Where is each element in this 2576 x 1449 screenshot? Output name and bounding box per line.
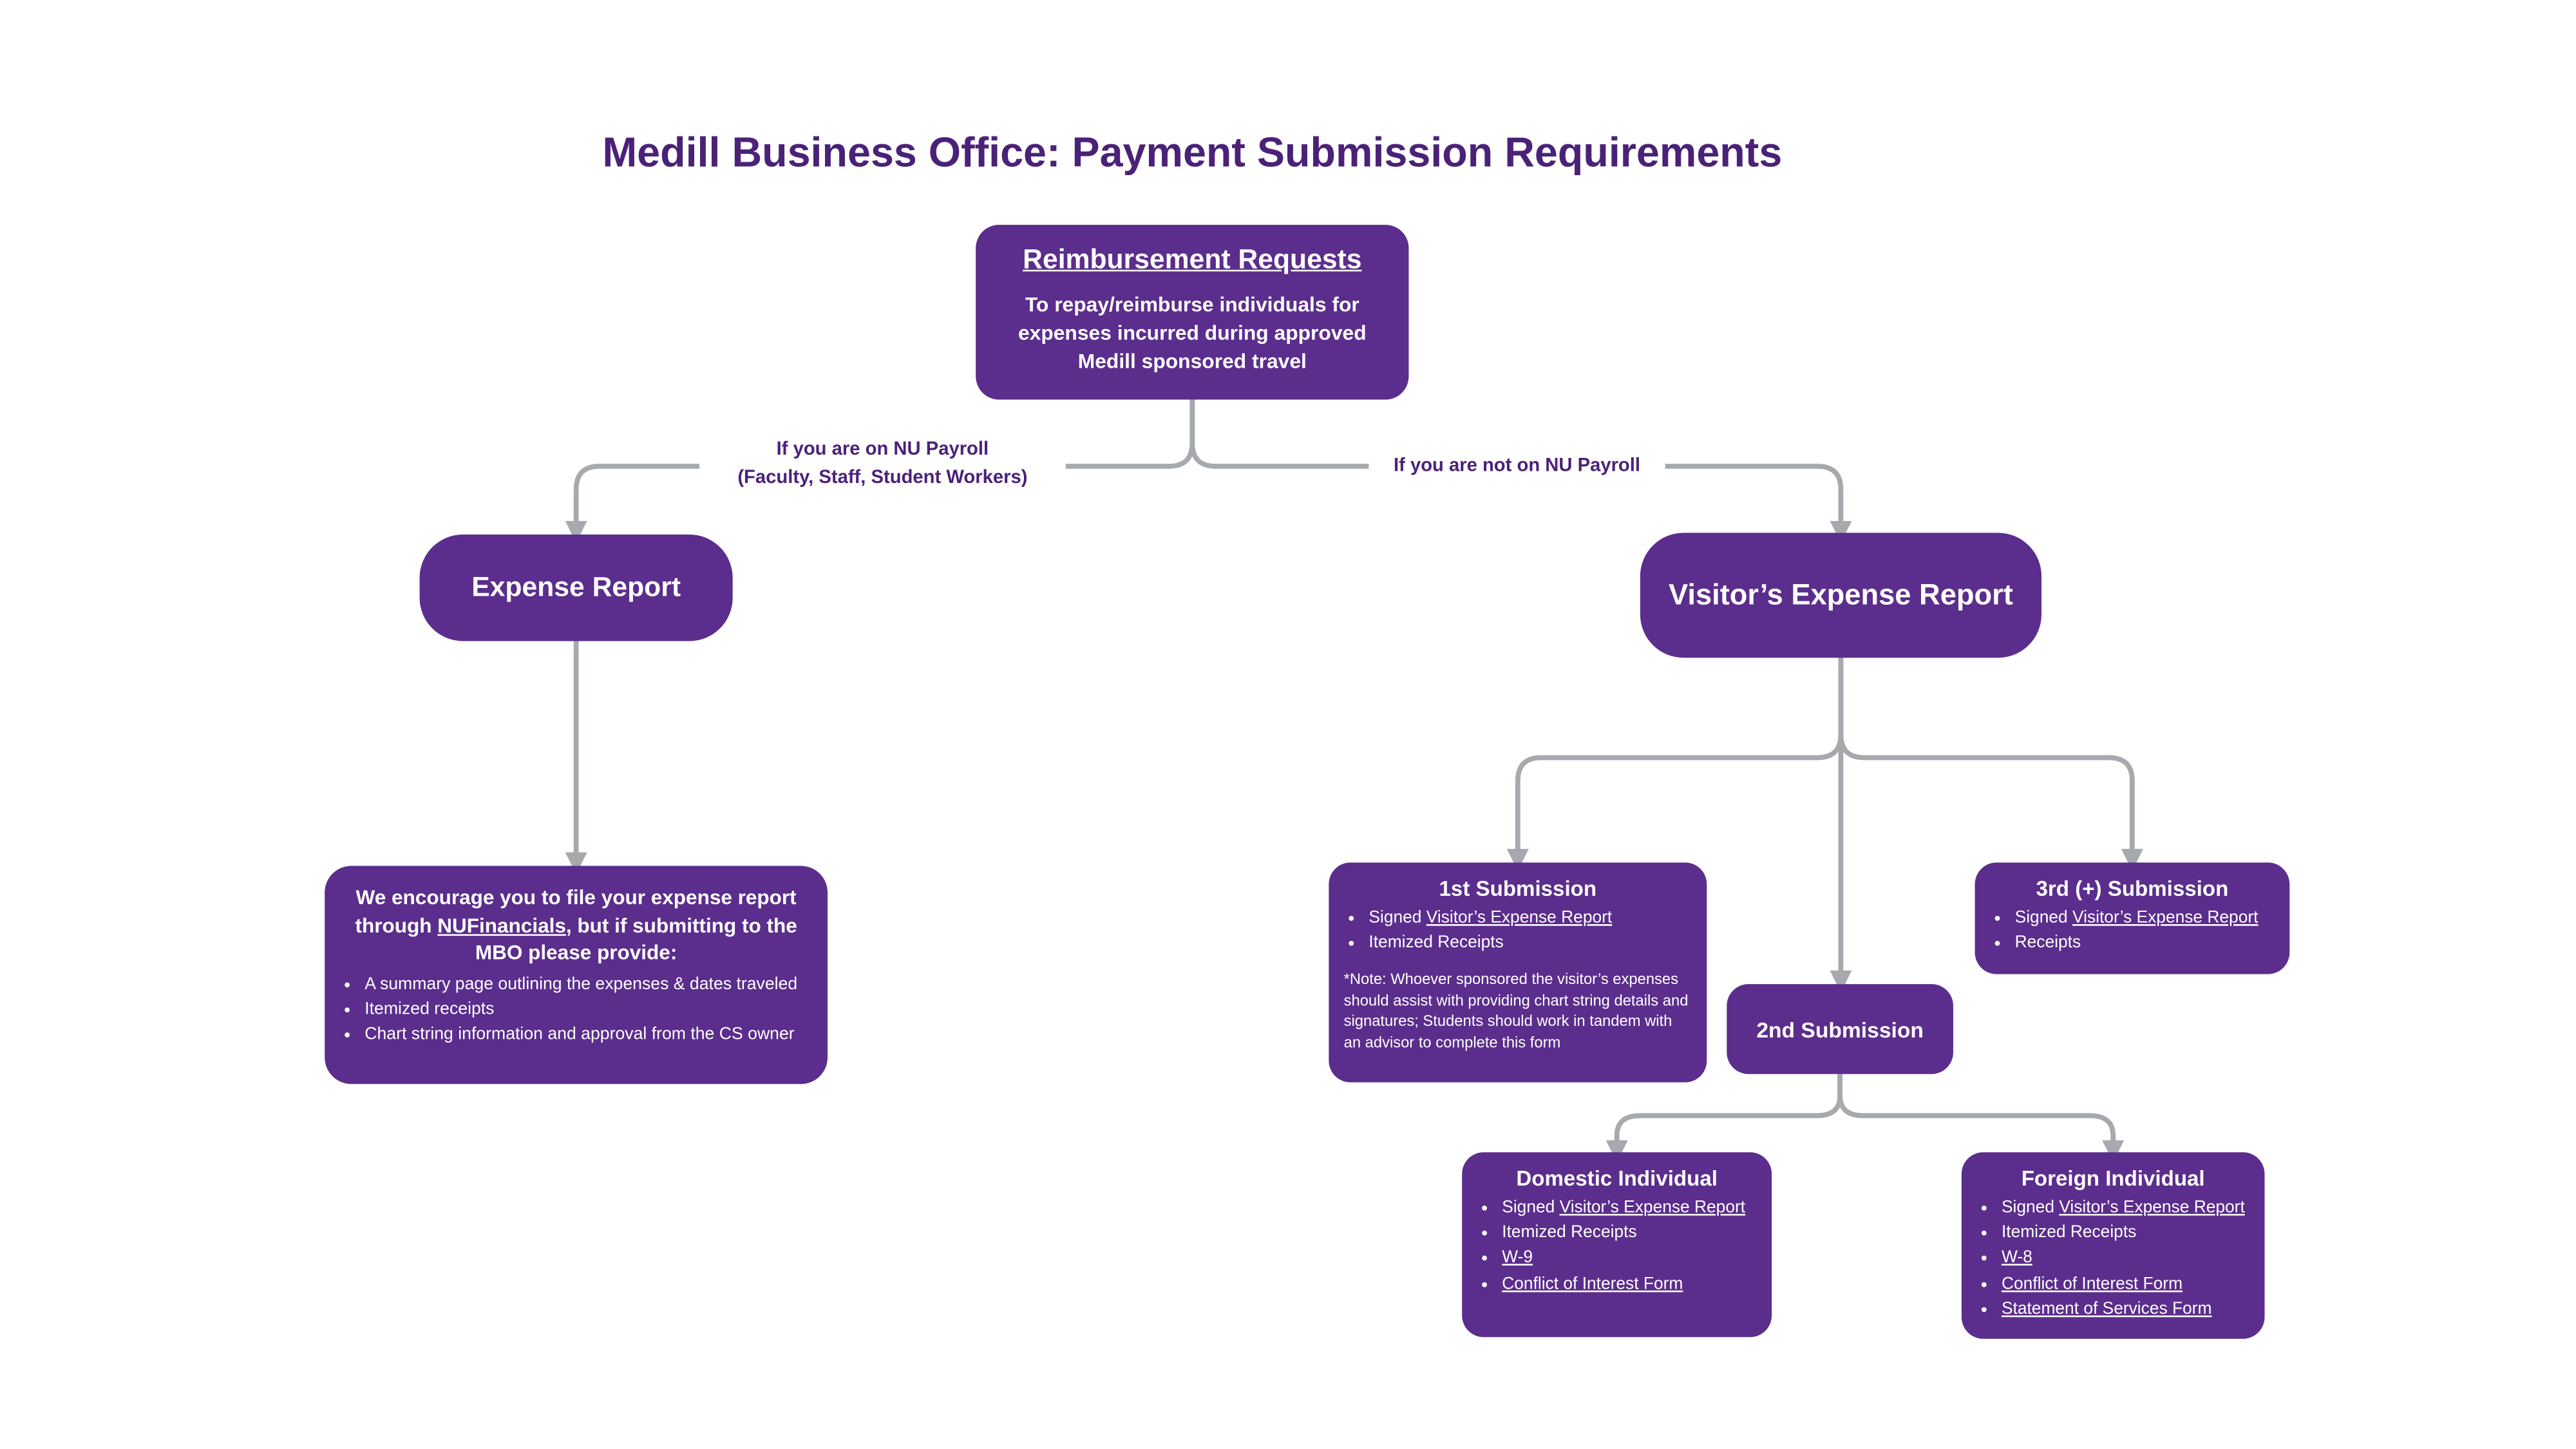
branch-label-on-payroll: If you are on NU Payroll (Faculty, Staff… <box>699 434 1066 495</box>
details-item-summary-page: A summary page outlining the expenses & … <box>365 974 813 997</box>
domestic-individual-list: Signed Visitor’s Expense Report Itemized… <box>1477 1197 1756 1296</box>
conflict-of-interest-form-link[interactable]: Conflict of Interest Form <box>2001 1274 2183 1293</box>
connector-second-to-foreign <box>1837 1074 2125 1162</box>
second-submission-box: 2nd Submission <box>1727 984 1953 1074</box>
visitors-expense-report-link[interactable]: Visitor’s Expense Report <box>1426 909 1613 928</box>
first-submission-title: 1st Submission <box>1439 876 1597 901</box>
nufinancials-link[interactable]: NUFinancials <box>437 913 566 937</box>
domestic-individual-box: Domestic Individual Signed Visitor’s Exp… <box>1462 1152 1772 1338</box>
signed-prefix: Signed <box>1502 1198 1560 1218</box>
second-submission-title: 2nd Submission <box>1756 1016 1924 1042</box>
details-intro-post: , but if submitting to the MBO please pr… <box>475 913 797 965</box>
w9-link[interactable]: W-9 <box>1502 1249 1533 1268</box>
signed-prefix: Signed <box>2014 909 2073 928</box>
branch-label-on-payroll-line1: If you are on NU Payroll <box>776 439 989 460</box>
foreign-individual-list: Signed Visitor’s Expense Report Itemized… <box>1976 1197 2249 1321</box>
first-submission-box: 1st Submission Signed Visitor’s Expense … <box>1329 862 1707 1083</box>
third-submission-list: Signed Visitor’s Expense Report Receipts <box>1990 907 2275 956</box>
expense-report-details-box: We encourage you to file your expense re… <box>325 866 828 1084</box>
domestic-individual-title: Domestic Individual <box>1516 1165 1718 1191</box>
domestic-w9-item: W-9 <box>1502 1248 1757 1271</box>
branch-label-not-on-payroll-text: If you are not on NU Payroll <box>1393 456 1641 477</box>
w8-link[interactable]: W-8 <box>2001 1249 2032 1268</box>
third-submission-signed-report-item: Signed Visitor’s Expense Report <box>2015 907 2275 930</box>
foreign-receipts-item: Itemized Receipts <box>2002 1222 2249 1245</box>
visitors-expense-report-title: Visitor’s Expense Report <box>1669 578 2013 611</box>
domestic-coi-item: Conflict of Interest Form <box>1502 1273 1757 1296</box>
details-item-itemized-receipts: Itemized receipts <box>365 999 813 1023</box>
foreign-services-item: Statement of Services Form <box>2002 1298 2249 1321</box>
first-submission-note: *Note: Whoever sponsored the visitor’s e… <box>1343 971 1689 1051</box>
visitors-expense-report-box: Visitor’s Expense Report <box>1640 533 2042 658</box>
conflict-of-interest-form-link[interactable]: Conflict of Interest Form <box>1502 1274 1683 1293</box>
domestic-receipts-item: Itemized Receipts <box>1502 1222 1757 1245</box>
visitors-expense-report-link[interactable]: Visitor’s Expense Report <box>2059 1198 2245 1218</box>
first-submission-receipts-item: Itemized Receipts <box>1368 933 1692 955</box>
expense-report-details-list: A summary page outlining the expenses & … <box>339 974 812 1048</box>
page-title: Medill Business Office: Payment Submissi… <box>602 129 1783 177</box>
branch-label-not-on-payroll: If you are not on NU Payroll <box>1368 451 1665 483</box>
foreign-signed-report-item: Signed Visitor’s Expense Report <box>2002 1197 2249 1220</box>
third-submission-box: 3rd (+) Submission Signed Visitor’s Expe… <box>1975 862 2290 974</box>
domestic-signed-report-item: Signed Visitor’s Expense Report <box>1502 1197 1757 1220</box>
third-submission-receipts-item: Receipts <box>2015 933 2275 955</box>
reimbursement-requests-description: To repay/reimburse individuals for expen… <box>1018 293 1367 374</box>
details-item-chart-string: Chart string information and approval fr… <box>365 1025 813 1048</box>
foreign-individual-title: Foreign Individual <box>2021 1165 2205 1191</box>
details-intro-pre: We encourage you to file your expense re… <box>355 886 797 937</box>
connector-visitor-to-first-submission <box>1506 658 1844 871</box>
connector-visitor-to-third-submission <box>1838 658 2143 871</box>
visitors-expense-report-link[interactable]: Visitor’s Expense Report <box>1559 1198 1746 1218</box>
foreign-coi-item: Conflict of Interest Form <box>2002 1273 2249 1296</box>
first-submission-signed-report-item: Signed Visitor’s Expense Report <box>1368 907 1692 930</box>
expense-report-box: Expense Report <box>419 534 733 641</box>
connector-second-to-domestic <box>1605 1074 1843 1162</box>
foreign-individual-box: Foreign Individual Signed Visitor’s Expe… <box>1961 1152 2265 1339</box>
reimbursement-requests-heading: Reimbursement Requests <box>1023 245 1362 275</box>
first-submission-list: Signed Visitor’s Expense Report Itemized… <box>1344 907 1692 956</box>
signed-prefix: Signed <box>2001 1198 2060 1218</box>
expense-report-details-intro: We encourage you to file your expense re… <box>339 884 812 967</box>
signed-prefix: Signed <box>1368 909 1426 928</box>
foreign-w8-item: W-8 <box>2002 1248 2249 1271</box>
reimbursement-requests-box: Reimbursement Requests To repay/reimburs… <box>976 225 1409 400</box>
statement-of-services-form-link[interactable]: Statement of Services Form <box>2001 1300 2212 1319</box>
branch-label-on-payroll-line2: (Faculty, Staff, Student Workers) <box>737 468 1028 488</box>
visitors-expense-report-link[interactable]: Visitor’s Expense Report <box>2072 909 2259 928</box>
third-submission-title: 3rd (+) Submission <box>2036 876 2229 901</box>
expense-report-title: Expense Report <box>471 572 681 602</box>
